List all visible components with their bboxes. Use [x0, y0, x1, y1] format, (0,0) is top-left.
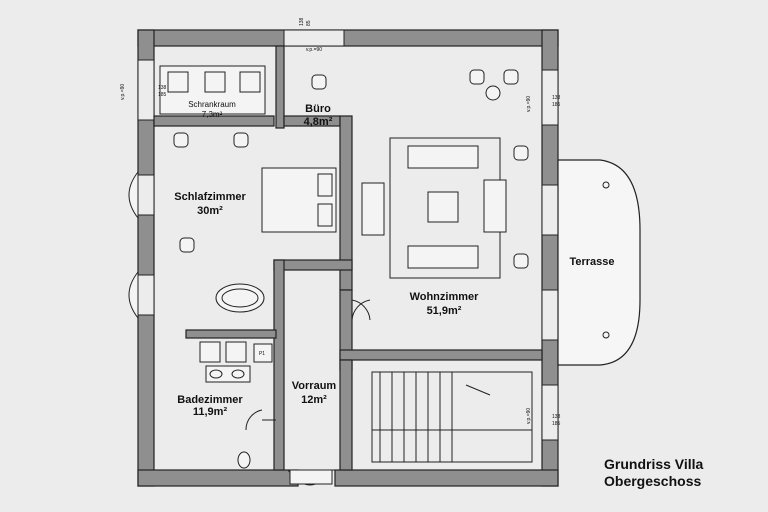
wohnzimmer-label: Wohnzimmer — [410, 291, 480, 303]
vorraum-area: 12m² — [301, 394, 327, 406]
windows — [137, 29, 559, 441]
exterior-walls — [137, 29, 559, 487]
bay-window-lower — [128, 270, 139, 320]
schrankraum-area: 7,3m² — [202, 110, 223, 119]
buero-area: 4,8m² — [304, 116, 333, 128]
svg-text:138: 138 — [552, 414, 561, 420]
staircase — [371, 371, 533, 463]
svg-text:138: 138 — [552, 95, 561, 101]
interior-walls — [153, 45, 543, 471]
bay-window-upper — [128, 170, 139, 220]
svg-text:v.p.=90: v.p.=90 — [120, 84, 126, 100]
schlafzimmer-label: Schlafzimmer — [174, 191, 246, 203]
svg-text:v.p.=90: v.p.=90 — [526, 96, 532, 112]
closets — [159, 65, 266, 115]
svg-text:138: 138 — [299, 17, 305, 26]
wohnzimmer-area: 51,9m² — [427, 305, 462, 317]
chairs — [173, 69, 529, 269]
window-annotation-top: v.p.=90 138 85 — [299, 17, 322, 53]
badezimmer-label: Badezimmer — [177, 394, 243, 406]
svg-text:138: 138 — [158, 85, 167, 91]
window-annotation-right-lower: v.p.=90 138 185 — [526, 408, 561, 427]
terrace — [557, 159, 641, 366]
vorraum-label: Vorraum — [292, 380, 337, 392]
p1-label: P1 — [259, 351, 265, 357]
svg-text:185: 185 — [552, 102, 561, 108]
buero-label: Büro — [305, 103, 331, 115]
plan-title-line2: Obergeschoss — [604, 473, 701, 489]
schrankraum-label: Schrankraum — [188, 100, 236, 109]
doors — [245, 299, 371, 486]
svg-text:185: 185 — [158, 92, 167, 98]
bed — [261, 167, 337, 233]
svg-text:185: 185 — [552, 421, 561, 427]
svg-text:v.p.=90: v.p.=90 — [526, 408, 532, 424]
schlafzimmer-area: 30m² — [197, 205, 223, 217]
plan-title-line1: Grundriss Villa — [604, 456, 704, 472]
window-annotation-right-upper: v.p.=90 138 185 — [526, 95, 561, 112]
badezimmer-area: 11,9m² — [193, 406, 228, 418]
svg-text:85: 85 — [306, 20, 312, 26]
svg-text:v.p.=90: v.p.=90 — [306, 47, 322, 53]
bath-fixtures — [199, 341, 273, 469]
bathtub — [215, 283, 265, 313]
window-annotation-left: v.p.=90 138 185 — [120, 84, 167, 100]
terrasse-label: Terrasse — [569, 256, 614, 268]
sofa-group — [361, 137, 507, 279]
